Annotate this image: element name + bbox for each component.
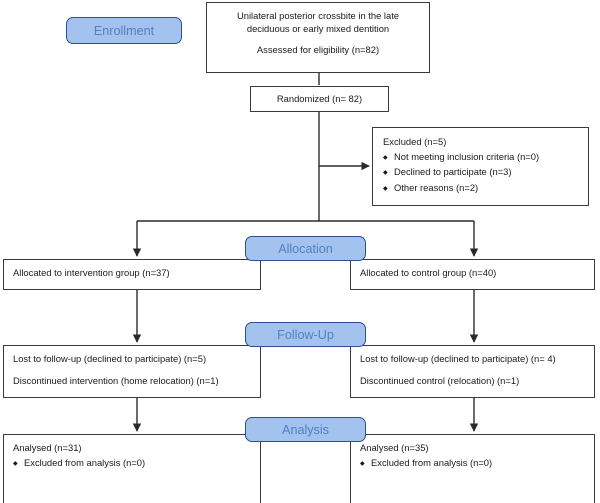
eligibility-condition: Unilateral posterior crossbite in the la… [216,10,420,35]
box-excluded: Excluded (n=5) Not meeting inclusion cri… [372,127,589,206]
stage-label-allocation-text: Allocation [278,241,333,256]
stage-label-allocation: Allocation [245,236,366,261]
box-eligibility: Unilateral posterior crossbite in the la… [206,2,430,73]
followup-intervention-lost: Lost to follow-up (declined to participa… [13,353,207,364]
box-followup-intervention: Lost to follow-up (declined to participa… [3,345,261,398]
box-analysis-control: Analysed (n=35) Excluded from analysis (… [350,434,595,503]
list-item: Declined to participate (n=3) [383,166,578,179]
allocation-intervention-label: Allocated to intervention group (n=37) [13,267,170,278]
stage-label-enrollment-text: Enrollment [93,23,155,38]
excluded-heading: Excluded (n=5) [383,136,447,147]
excluded-reason-list: Not meeting inclusion criteria (n=0) Dec… [383,151,578,194]
box-allocation-control: Allocated to control group (n=40) [350,259,595,290]
stage-label-followup-text: Follow-Up [277,327,334,342]
analysis-intervention-list: Excluded from analysis (n=0) [13,457,251,470]
list-item: Excluded from analysis (n=0) [13,457,251,470]
box-allocation-intervention: Allocated to intervention group (n=37) [3,259,261,290]
followup-control-lost: Lost to follow-up (declined to participa… [360,353,556,364]
randomized-label: Randomized (n= 82) [276,93,363,104]
box-followup-control: Lost to follow-up (declined to participa… [350,345,595,398]
followup-intervention-discontinued: Discontinued intervention (home relocati… [13,374,219,386]
box-randomized: Randomized (n= 82) [250,86,389,112]
stage-label-enrollment: Enrollment [66,17,182,44]
followup-control-discontinued: Discontinued control (relocation) (n=1) [360,374,520,386]
eligibility-condition-line2: deciduous or early mixed dentition [246,22,390,34]
stage-label-followup: Follow-Up [245,322,366,347]
allocation-control-label: Allocated to control group (n=40) [360,267,497,278]
eligibility-condition-line1: Unilateral posterior crossbite in the la… [236,10,400,21]
eligibility-assessed: Assessed for eligibility (n=82) [256,44,380,56]
stage-label-analysis-text: Analysis [282,422,329,437]
analysis-control-list: Excluded from analysis (n=0) [360,457,585,470]
list-item: Other reasons (n=2) [383,182,578,195]
box-analysis-intervention: Analysed (n=31) Excluded from analysis (… [3,434,261,503]
analysis-intervention-analysed: Analysed (n=31) [13,442,82,453]
analysis-control-analysed: Analysed (n=35) [360,442,429,453]
list-item: Excluded from analysis (n=0) [360,457,585,470]
list-item: Not meeting inclusion criteria (n=0) [383,151,578,164]
stage-label-analysis: Analysis [245,417,366,442]
